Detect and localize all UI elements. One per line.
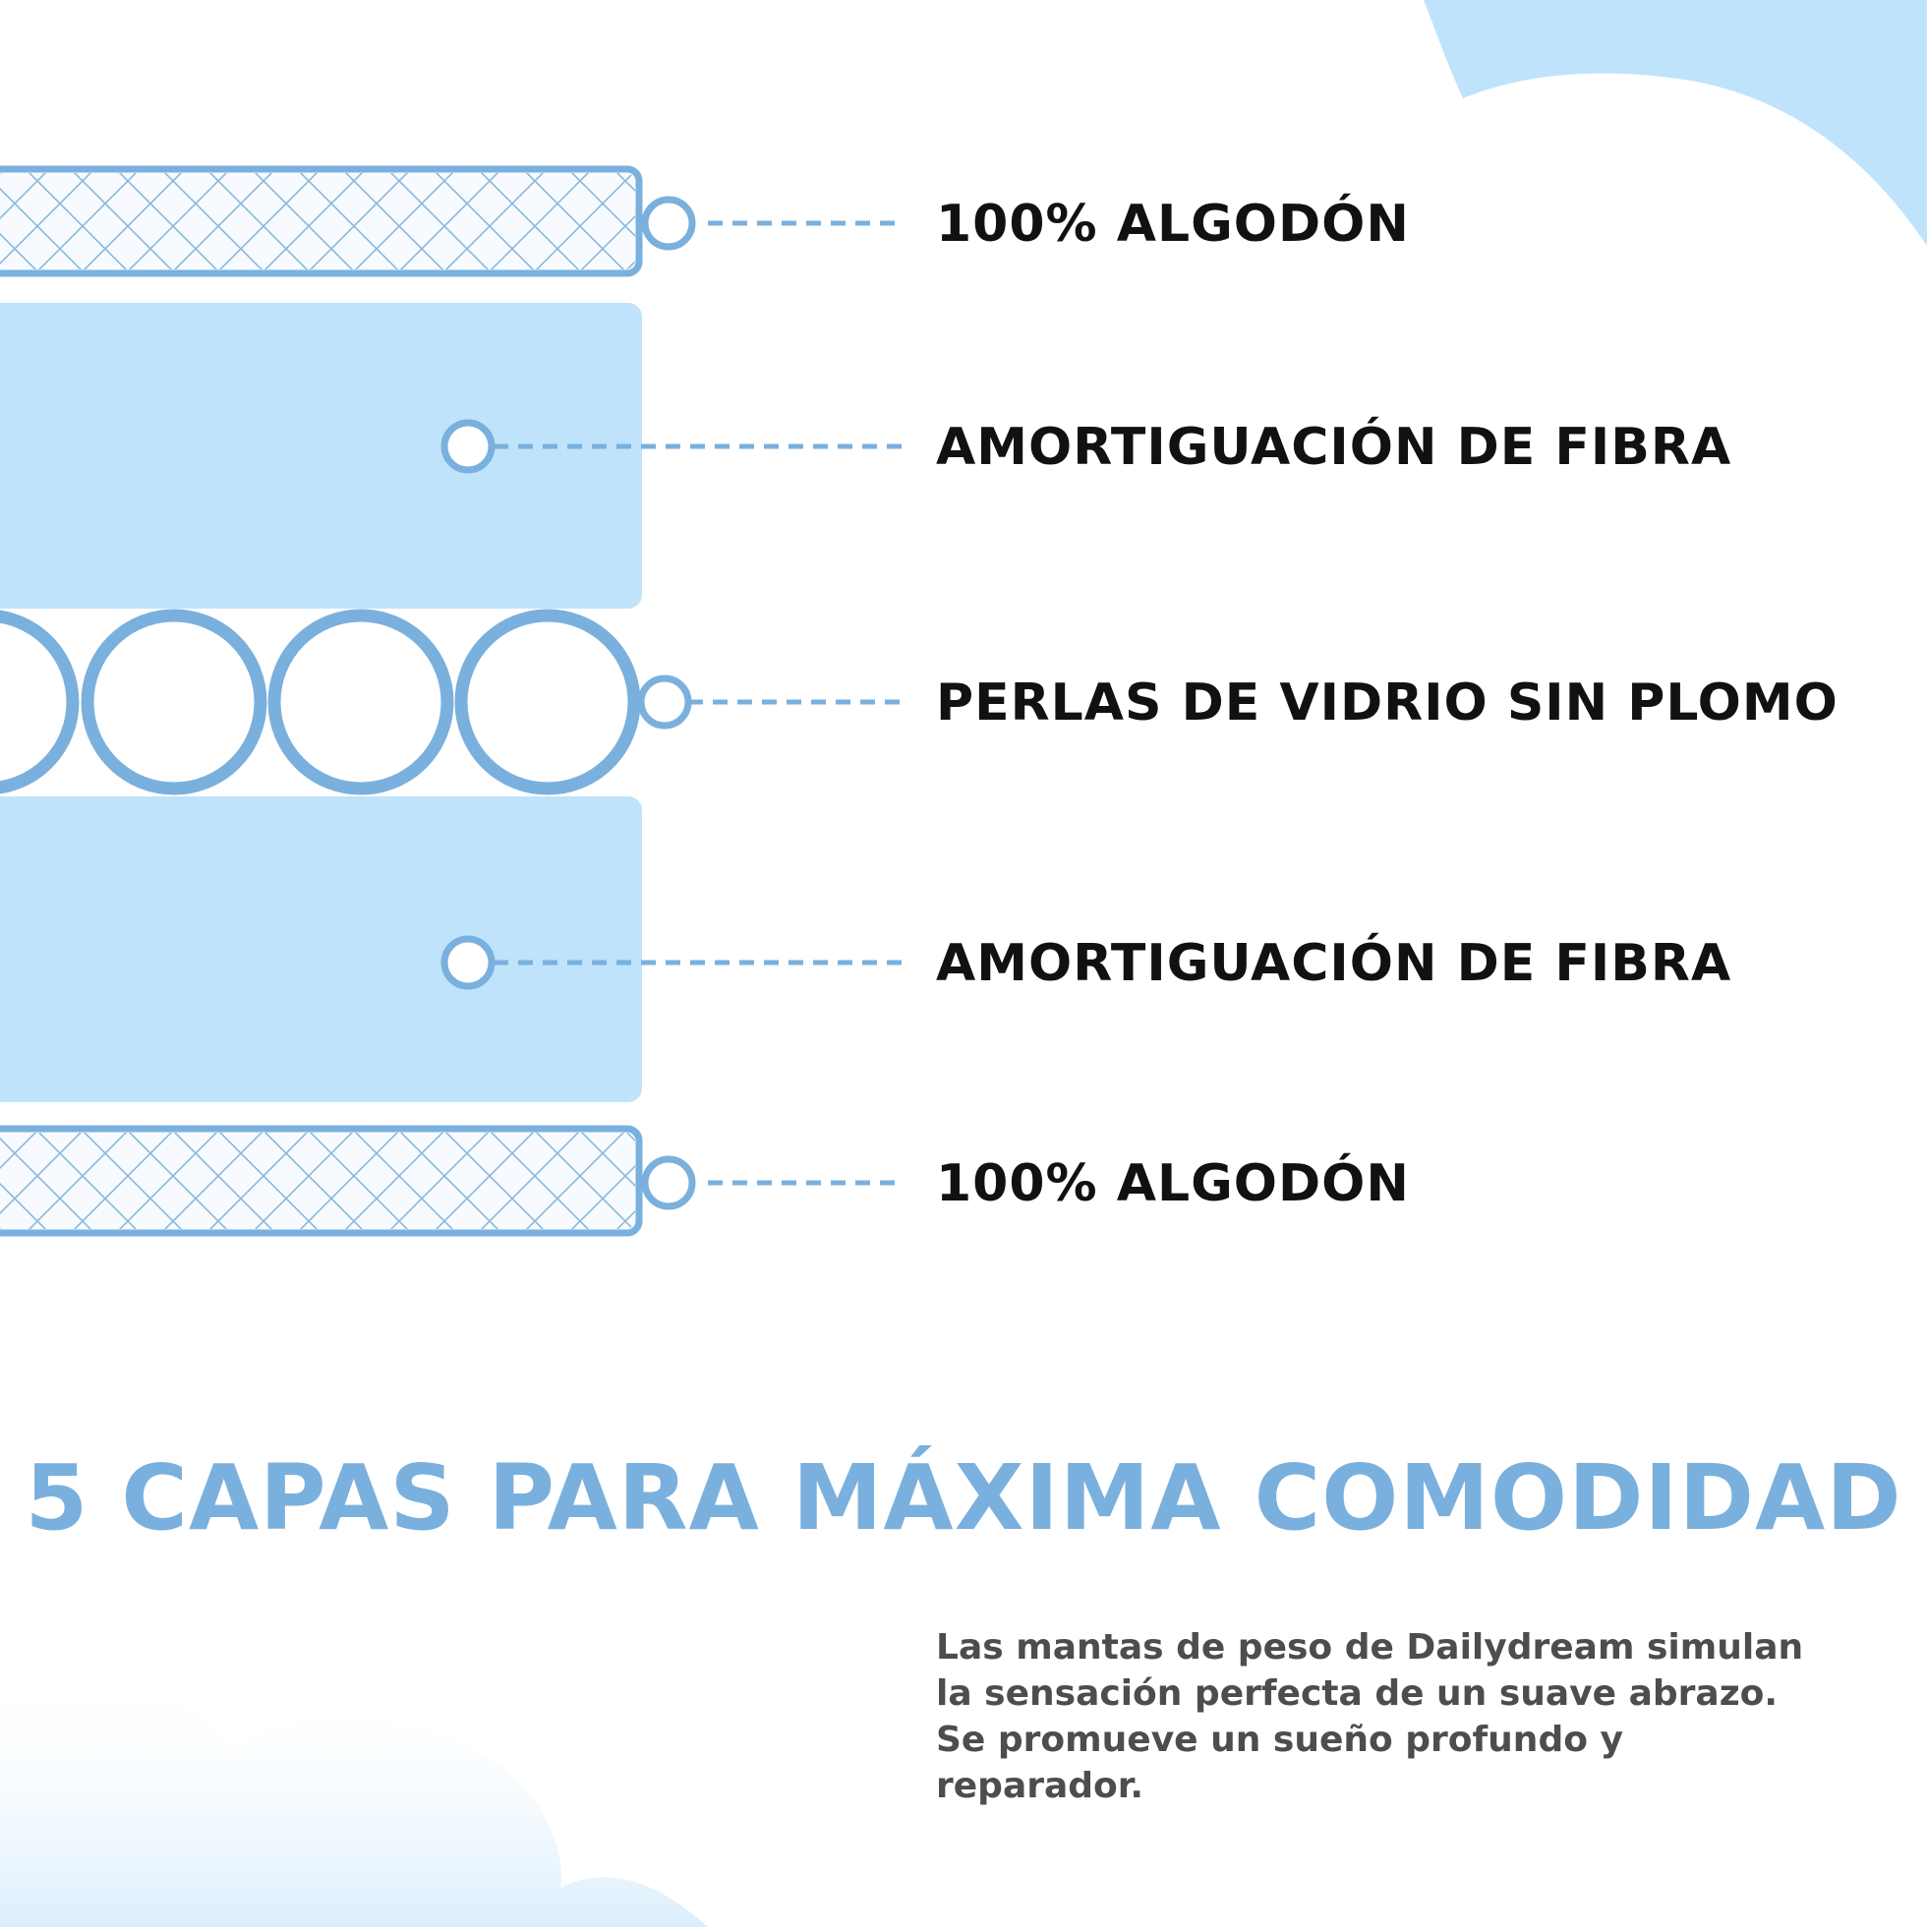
cloud-top-right	[1424, 0, 1927, 246]
connector-dot-cotton-bottom	[641, 1155, 696, 1210]
layer-label-cotton-top: 100% ALGODÓN	[936, 195, 1410, 254]
fiber-layer-top	[0, 303, 642, 609]
headline: 5 CAPAS PARA MÁXIMA COMODIDAD	[25, 1445, 1902, 1551]
layer-label-fiber-top: AMORTIGUACIÓN DE FIBRA	[936, 418, 1732, 477]
description-paragraph: Las mantas de peso de Dailydream simulan…	[936, 1627, 1804, 1806]
connector-dot-beads	[637, 674, 692, 730]
cloud-bottom-left	[0, 1664, 708, 1927]
glass-beads-layer	[0, 609, 641, 795]
fiber-layer-bottom	[0, 796, 642, 1102]
layer-label-cotton-bottom: 100% ALGODÓN	[936, 1154, 1410, 1213]
connector-dot-fiber-top	[440, 419, 496, 474]
layer-label-fiber-bottom: AMORTIGUACIÓN DE FIBRA	[936, 934, 1732, 993]
connector-dot-fiber-bottom	[440, 935, 496, 990]
layer-label-glass-beads: PERLAS DE VIDRIO SIN PLOMO	[936, 673, 1839, 732]
connector-dot-cotton-top	[641, 196, 696, 251]
